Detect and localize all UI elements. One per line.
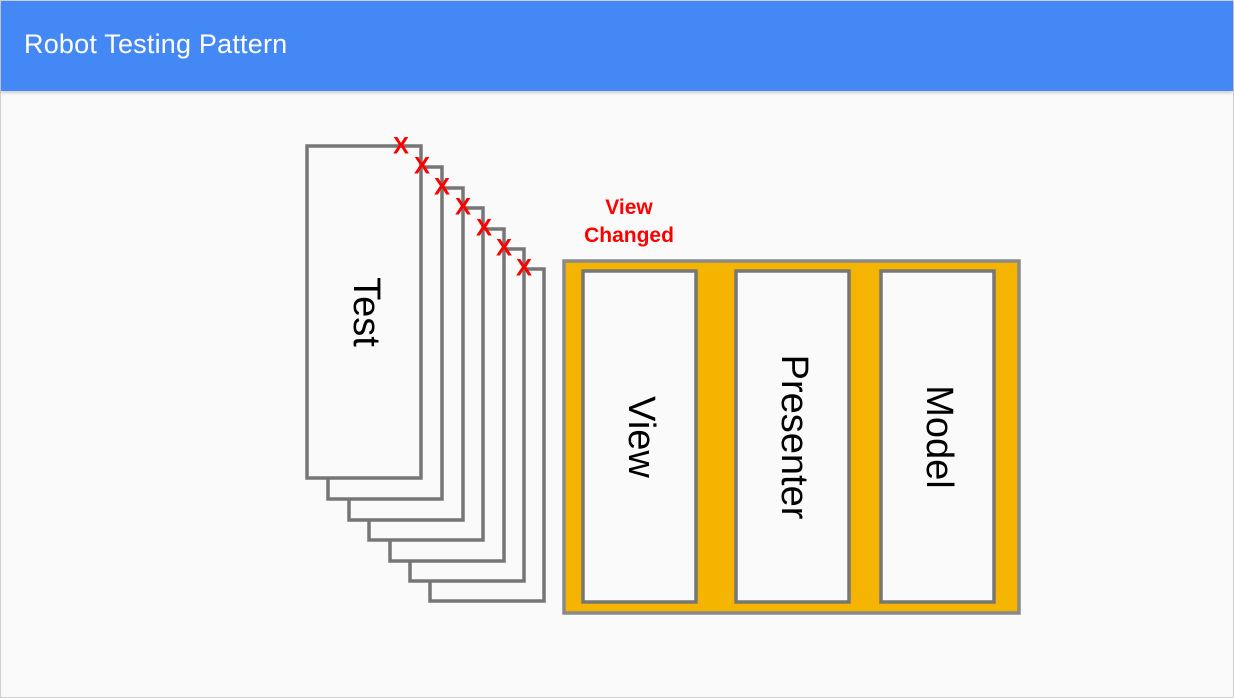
note-line-2: Changed — [584, 224, 674, 247]
layer-view-label: View — [620, 396, 662, 478]
title-bar: Robot Testing Pattern — [1, 1, 1233, 91]
view-changed-note: View Changed — [584, 196, 674, 247]
test-card-stack: Test — [305, 144, 546, 603]
failure-marks: X X X X X X X — [393, 132, 532, 281]
layer-presenter: Presenter — [734, 269, 851, 604]
fail-mark-icon: X — [434, 173, 450, 200]
fail-mark-icon: X — [393, 132, 409, 159]
layer-view: View — [581, 269, 698, 604]
fail-mark-icon: X — [516, 254, 532, 281]
fail-mark-icon: X — [414, 152, 430, 179]
fail-mark-icon: X — [496, 234, 512, 261]
page-title: Robot Testing Pattern — [24, 29, 288, 59]
layer-model: Model — [879, 269, 996, 604]
layer-presenter-label: Presenter — [773, 355, 815, 520]
fail-mark-icon: X — [476, 214, 492, 241]
fail-mark-icon: X — [455, 193, 471, 220]
layer-model-label: Model — [918, 385, 960, 489]
architecture-layers: View Presenter Model — [562, 259, 1021, 615]
test-card-1 — [305, 144, 423, 480]
test-label: Test — [345, 277, 387, 347]
note-line-1: View — [605, 196, 653, 219]
